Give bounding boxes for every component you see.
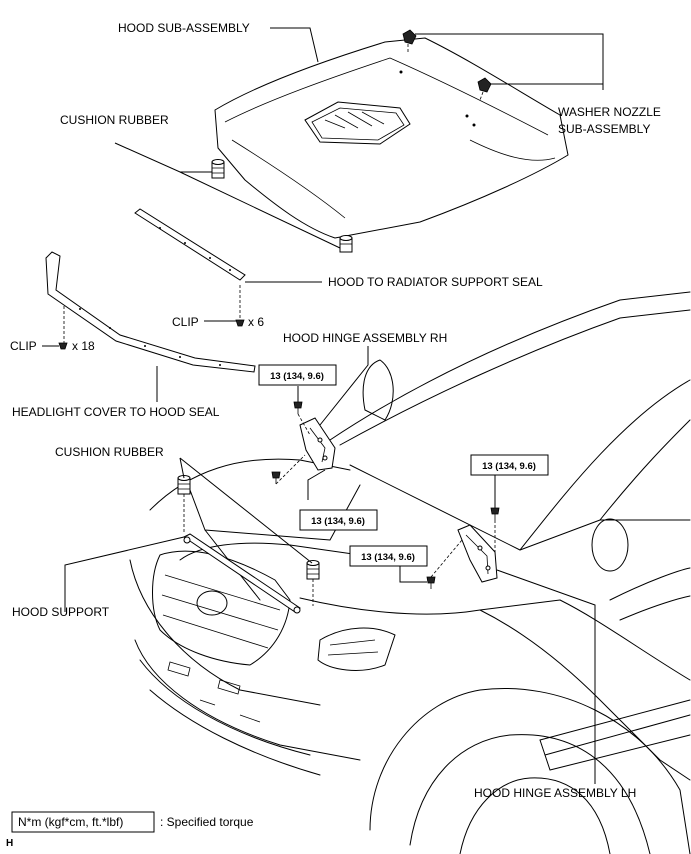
corner-code: H bbox=[6, 838, 13, 849]
label-clip-6-qty: x 6 bbox=[248, 315, 264, 329]
label-hood-hinge-lh: HOOD HINGE ASSEMBLY LH bbox=[474, 786, 636, 800]
torque-spec-rh-upper: 13 (134, 9.6) bbox=[258, 364, 337, 386]
label-clip-18: CLIP bbox=[10, 339, 37, 353]
torque-legend: N*m (kgf*cm, ft.*lbf) : Specified torque bbox=[11, 811, 254, 833]
torque-spec-rh-lower: 13 (134, 9.6) bbox=[299, 509, 378, 531]
vehicle-front-body bbox=[129, 291, 691, 854]
hood-to-radiator-seal-strip bbox=[134, 208, 246, 281]
leader-lines bbox=[42, 27, 604, 784]
cushion-rubber-icon bbox=[211, 159, 353, 253]
label-washer-nozzle-line1: WASHER NOZZLE bbox=[558, 105, 661, 119]
washer-nozzle-icon bbox=[402, 29, 492, 93]
hood-panel bbox=[214, 37, 569, 239]
cushion-rubber-icon bbox=[177, 475, 320, 580]
torque-spec-lh-upper: 13 (134, 9.6) bbox=[470, 454, 549, 476]
torque-spec-lh-lower: 13 (134, 9.6) bbox=[349, 545, 428, 567]
label-clip-6: CLIP bbox=[172, 315, 199, 329]
torque-value: 13 (134, 9.6) bbox=[311, 516, 365, 527]
label-clip-18-qty: x 18 bbox=[72, 339, 95, 353]
clip-icon bbox=[58, 319, 245, 350]
legend-description: : Specified torque bbox=[160, 815, 254, 829]
torque-value: 13 (134, 9.6) bbox=[361, 552, 415, 563]
label-hood-sub-assembly: HOOD SUB-ASSEMBLY bbox=[118, 21, 250, 35]
headlight-cover-seal-strip bbox=[45, 251, 256, 373]
torque-value: 13 (134, 9.6) bbox=[270, 371, 324, 382]
alignment-dashes bbox=[63, 44, 496, 606]
label-hood-support: HOOD SUPPORT bbox=[12, 605, 110, 619]
hood-hinge-rh bbox=[299, 417, 336, 471]
label-hood-hinge-rh: HOOD HINGE ASSEMBLY RH bbox=[283, 331, 447, 345]
label-hood-to-radiator-seal: HOOD TO RADIATOR SUPPORT SEAL bbox=[328, 275, 543, 289]
label-washer-nozzle-line2: SUB-ASSEMBLY bbox=[558, 122, 650, 136]
torque-value: 13 (134, 9.6) bbox=[482, 461, 536, 472]
hood-support-rod bbox=[183, 533, 301, 614]
label-cushion-rubber-mid: CUSHION RUBBER bbox=[55, 445, 164, 459]
label-headlight-cover-seal: HEADLIGHT COVER TO HOOD SEAL bbox=[12, 405, 220, 419]
legend-unit-box: N*m (kgf*cm, ft.*lbf) bbox=[18, 815, 123, 829]
bolt-icon bbox=[271, 401, 500, 589]
hood-hinge-lh bbox=[457, 524, 498, 583]
label-cushion-rubber-top: CUSHION RUBBER bbox=[60, 113, 169, 127]
